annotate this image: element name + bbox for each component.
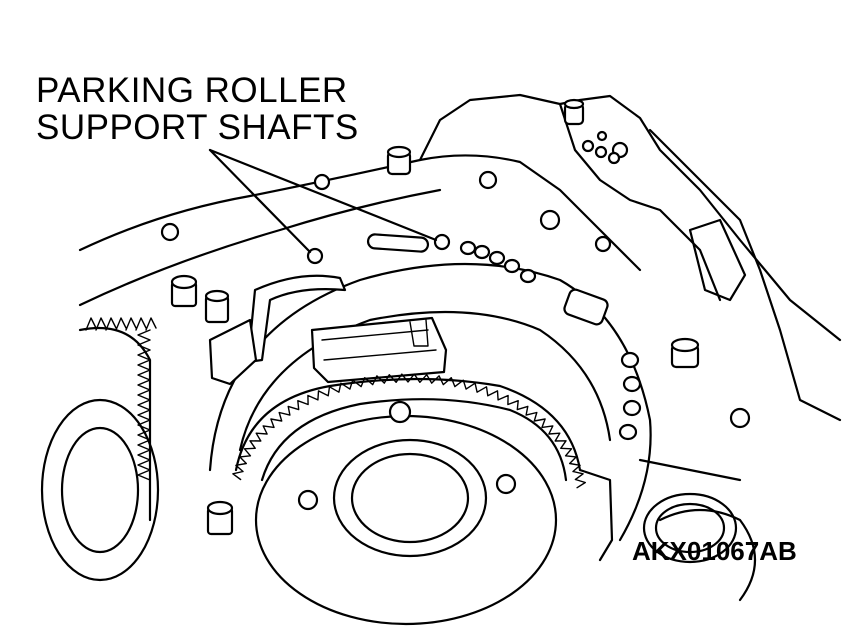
case-flange-inner <box>78 188 442 307</box>
reference-code: AKX01067AB <box>632 536 797 566</box>
lever-bracket <box>208 318 258 386</box>
callout-leader-lines <box>208 148 438 254</box>
left-drum <box>40 398 160 582</box>
left-drum-inner <box>60 426 140 554</box>
flange-bolt-holes <box>160 141 751 429</box>
parking-roller-support-shafts <box>306 233 451 265</box>
shaft-left <box>306 247 324 265</box>
lever-arm <box>246 274 347 364</box>
bracket-right <box>688 218 747 302</box>
hub-flange <box>254 414 558 626</box>
output-hub <box>254 400 558 626</box>
left-gear-edge <box>78 326 152 522</box>
pawl-detail <box>321 329 437 361</box>
hub-bore <box>350 452 470 544</box>
gear-housing-outer <box>208 262 652 542</box>
hub-hole-top <box>388 400 412 424</box>
gear-housing-inner <box>238 310 612 452</box>
case-rib <box>418 154 642 272</box>
gear-inner-arc <box>260 398 568 482</box>
upper-slot <box>366 233 430 253</box>
upper-right-holes <box>581 130 621 165</box>
shaft-right <box>433 233 451 251</box>
case-studs <box>386 98 700 369</box>
hub-hole-left <box>297 489 319 511</box>
side-slot <box>563 288 609 326</box>
seal-ring <box>642 492 738 564</box>
callout-line-2: SUPPORT SHAFTS <box>36 108 359 147</box>
left-bolts <box>170 274 234 536</box>
case-lower-right <box>578 458 757 602</box>
seal-ring-inner <box>654 502 726 554</box>
case-edge-right <box>648 128 842 422</box>
callout-line-1: PARKING ROLLER <box>36 71 348 110</box>
left-gear <box>40 317 160 582</box>
housing-hole-ring <box>459 240 642 441</box>
case-rib-right <box>558 102 722 302</box>
pawl-notch <box>409 319 429 347</box>
hub-hole-right <box>495 473 517 495</box>
hub-ring <box>332 438 488 558</box>
parking-gear <box>232 373 586 489</box>
left-gear-teeth <box>85 317 157 481</box>
callout-label: PARKING ROLLER SUPPORT SHAFTS <box>36 72 359 146</box>
gear-teeth <box>232 373 586 489</box>
